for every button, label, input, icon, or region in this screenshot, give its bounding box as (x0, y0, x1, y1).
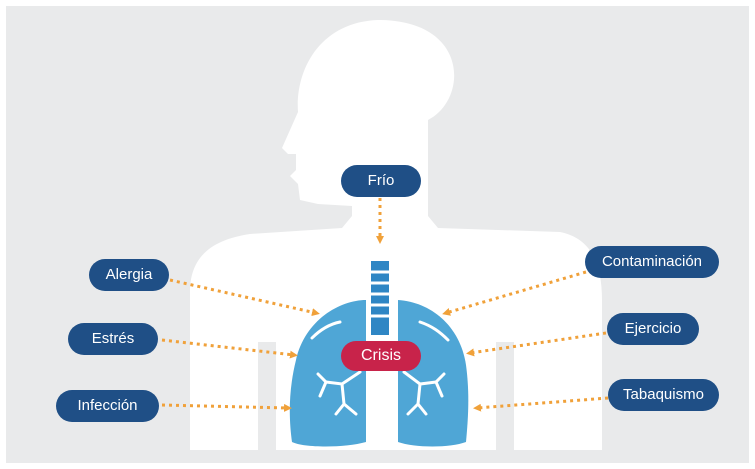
right-arm-gap (496, 342, 514, 450)
trigger-label-estres: Estrés (68, 323, 158, 355)
trigger-label-frio: Frío (341, 165, 421, 197)
trigger-label-tabaquismo: Tabaquismo (608, 379, 719, 411)
crisis-label: Crisis (341, 341, 421, 371)
trigger-label-ejercicio: Ejercicio (607, 313, 699, 345)
human-silhouette (190, 20, 602, 450)
trigger-label-contaminacion: Contaminación (585, 246, 719, 278)
head-profile (282, 20, 454, 238)
torso (190, 216, 602, 450)
trigger-label-infeccion: Infección (56, 390, 159, 422)
left-arm-gap (258, 342, 276, 450)
trigger-label-alergia: Alergia (89, 259, 169, 291)
